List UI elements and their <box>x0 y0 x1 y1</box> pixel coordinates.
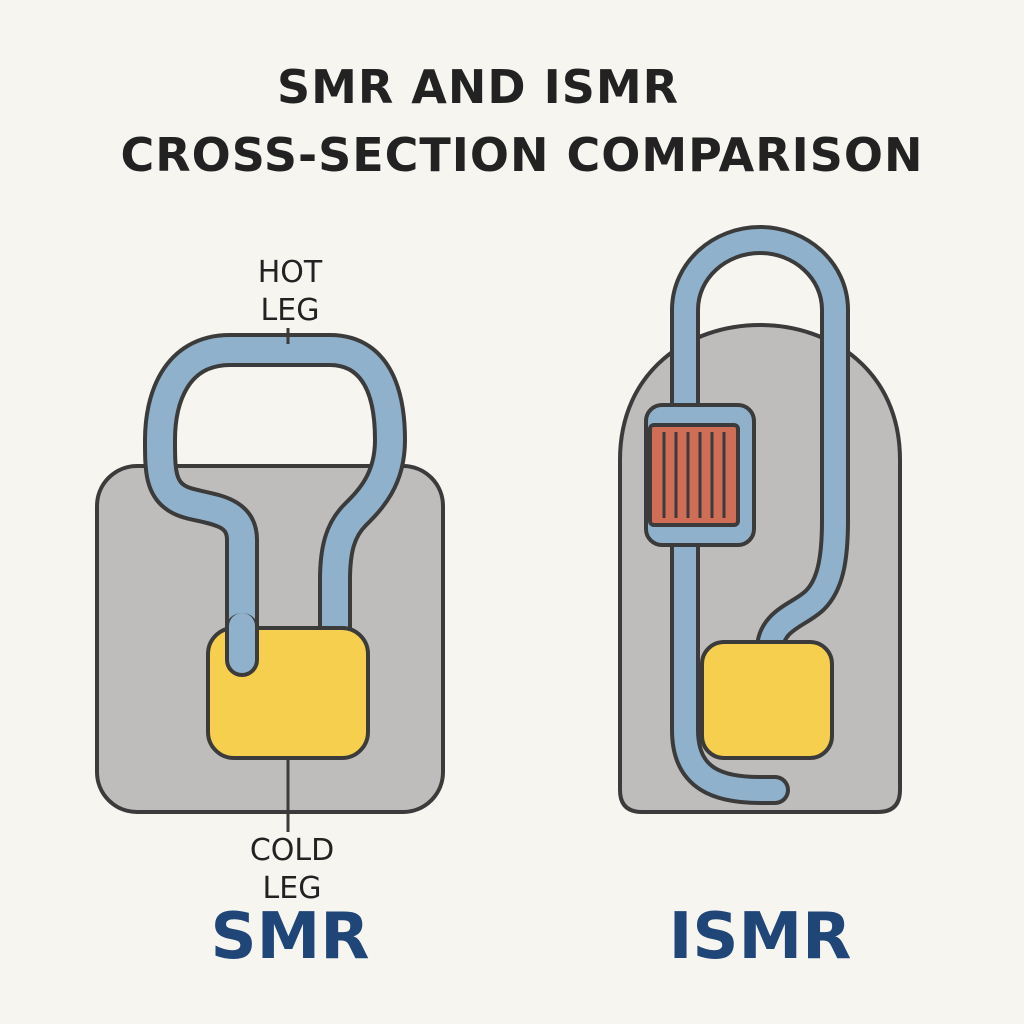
smr-pipe <box>147 337 403 668</box>
ismr-core <box>700 640 834 760</box>
diagram-title-line-1: SMR AND ISMR <box>276 60 680 114</box>
ismr-exchanger-tubes <box>662 432 726 518</box>
cold-leg-label-line-1: COLD <box>249 833 335 868</box>
diagram-title-line-2: CROSS-SECTION COMPARISON <box>120 128 924 182</box>
smr-diagram <box>95 328 445 832</box>
smr-name-label: SMR <box>210 900 370 974</box>
ismr-diagram <box>618 225 902 814</box>
cold-leg-label-line-2: LEG <box>262 871 322 906</box>
cold-leg-label: COLD LEG <box>222 832 362 908</box>
ismr-name-label: ISMR <box>668 900 852 974</box>
ismr-pipe <box>674 229 846 801</box>
hot-leg-label-line-2: LEG <box>260 293 320 328</box>
hot-leg-label-line-1: HOT <box>257 255 323 290</box>
ismr-heat-exchanger <box>648 423 740 527</box>
hot-leg-label: HOT LEG <box>230 254 350 330</box>
